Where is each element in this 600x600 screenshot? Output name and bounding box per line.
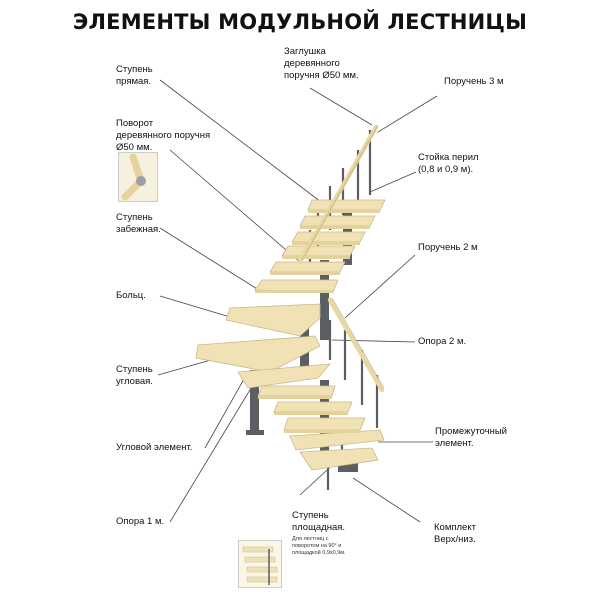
leader-step-corner: [157, 357, 219, 376]
note-step-landing: Для лестниц с поворотом на 90° и площадк…: [292, 536, 346, 556]
tread-winder-2: [195, 335, 321, 373]
label-bolts: Больц.: [116, 290, 146, 301]
label-step-winder: Ступень забежная.: [116, 212, 161, 235]
tread-7: [257, 385, 336, 397]
label-cap: Заглушка деревянного поручня Ø50 мм.: [284, 46, 359, 81]
tread-winder-1: [225, 303, 321, 337]
label-step-straight: Ступень прямая.: [116, 64, 153, 87]
tread-8: [273, 401, 353, 413]
handrails: [297, 124, 385, 393]
handrail-lower: [327, 297, 385, 393]
tread-11: [299, 447, 379, 471]
column-corner-foot: [246, 430, 264, 435]
leader-cap: [309, 87, 373, 126]
label-support-2m: Опора 2 м.: [418, 336, 467, 347]
treads: [195, 199, 386, 471]
leader-step-winder: [159, 227, 263, 293]
tread-2: [299, 215, 376, 227]
label-intermediate: Промежуточный элемент.: [435, 426, 507, 449]
diagram-title: ЭЛЕМЕНТЫ МОДУЛЬНОЙ ЛЕСТНИЦЫ: [72, 10, 528, 34]
leader-handrail-turn: [169, 149, 301, 263]
tread-9: [283, 417, 366, 431]
label-step-corner: Ступень угловая.: [116, 364, 153, 387]
handrail-turn-thumbnail: [118, 152, 158, 202]
handrail-turn-icon: [119, 153, 157, 201]
leader-post: [369, 171, 417, 193]
leader-support-1m: [169, 369, 263, 523]
tread-1: [307, 199, 386, 211]
column-middle: [320, 260, 329, 340]
tread-4: [281, 245, 356, 257]
leader-lines: [157, 79, 438, 523]
label-corner-element: Угловой элемент.: [116, 442, 193, 453]
leader-step-straight: [159, 79, 326, 206]
leader-handrail-3m: [377, 95, 438, 133]
label-step-landing: Ступень площадная.: [292, 510, 346, 533]
label-kit: Комплект Верх/низ.: [434, 522, 476, 545]
leader-corner-element: [204, 371, 249, 449]
label-handrail-3m: Поручень 3 м: [444, 76, 504, 87]
landing-step-icon: [239, 541, 281, 587]
label-support-1m: Опора 1 м.: [116, 516, 165, 527]
handrail-upper: [297, 124, 379, 265]
label-handrail-turn: Поворот деревянного поручня Ø50 мм.: [116, 118, 211, 153]
tread-5: [269, 261, 346, 273]
label-post: Стойка перил (0,8 и 0,9 м).: [418, 152, 479, 175]
landing-step-thumbnail: [238, 540, 282, 588]
tread-edges: [255, 210, 380, 433]
leader-kit: [352, 477, 421, 523]
leader-bolts: [159, 295, 241, 321]
tread-corner: [237, 363, 331, 389]
leader-handrail-2m: [344, 254, 416, 319]
tread-3: [291, 231, 366, 243]
column-corner: [250, 370, 259, 435]
label-handrail-2m: Поручень 2 м: [418, 242, 478, 253]
